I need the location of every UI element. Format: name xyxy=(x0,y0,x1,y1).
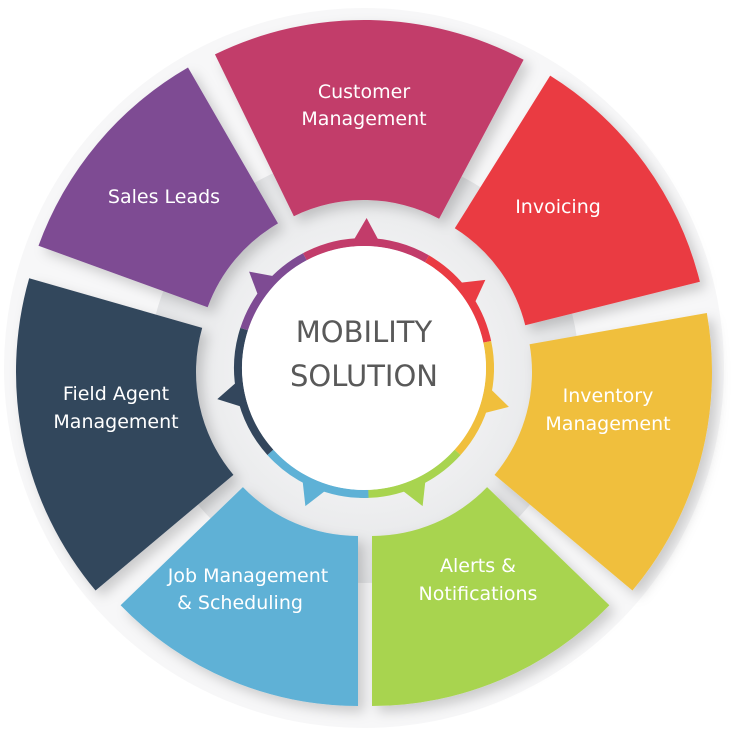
label-job-line2: & Scheduling xyxy=(177,592,303,614)
center-label-line2: SOLUTION xyxy=(290,359,438,393)
center-label-line1: MOBILITY xyxy=(296,315,433,349)
label-inventory-line2: Management xyxy=(545,413,670,435)
label-customer-line1: Customer xyxy=(318,81,410,103)
label-sales-leads: Sales Leads xyxy=(108,186,220,208)
label-alerts-line1: Alerts & xyxy=(440,555,516,577)
label-customer-line2: Management xyxy=(301,108,426,130)
segment-inventory-management xyxy=(494,312,712,591)
gear-tooth-job-management-scheduling xyxy=(302,475,330,507)
segment-alerts-notifications xyxy=(372,487,610,706)
gear-ring xyxy=(217,218,509,507)
gear-tooth-sales-leads xyxy=(249,271,280,301)
gear-tooth-field-agent-management xyxy=(217,378,247,409)
segment-job-management-scheduling xyxy=(120,487,359,706)
gear-tooth-inventory-management xyxy=(478,385,509,415)
gear-tooth-alerts-notifications xyxy=(398,475,426,507)
center-circle xyxy=(242,246,486,490)
label-job-line1: Job Management xyxy=(167,565,329,587)
segment-field-agent-management xyxy=(15,278,234,591)
label-field-line2: Management xyxy=(53,411,178,433)
segment-customer-management xyxy=(214,19,524,219)
gear-tooth-customer-management xyxy=(351,218,382,246)
label-invoicing: Invoicing xyxy=(515,196,601,218)
label-inventory-line1: Inventory xyxy=(563,385,654,407)
label-alerts-line2: Notifications xyxy=(419,583,538,605)
label-field-line1: Field Agent xyxy=(63,383,169,405)
segment-sales-leads xyxy=(38,67,278,308)
gear-tooth-invoicing xyxy=(454,279,486,308)
segment-invoicing xyxy=(454,75,700,326)
